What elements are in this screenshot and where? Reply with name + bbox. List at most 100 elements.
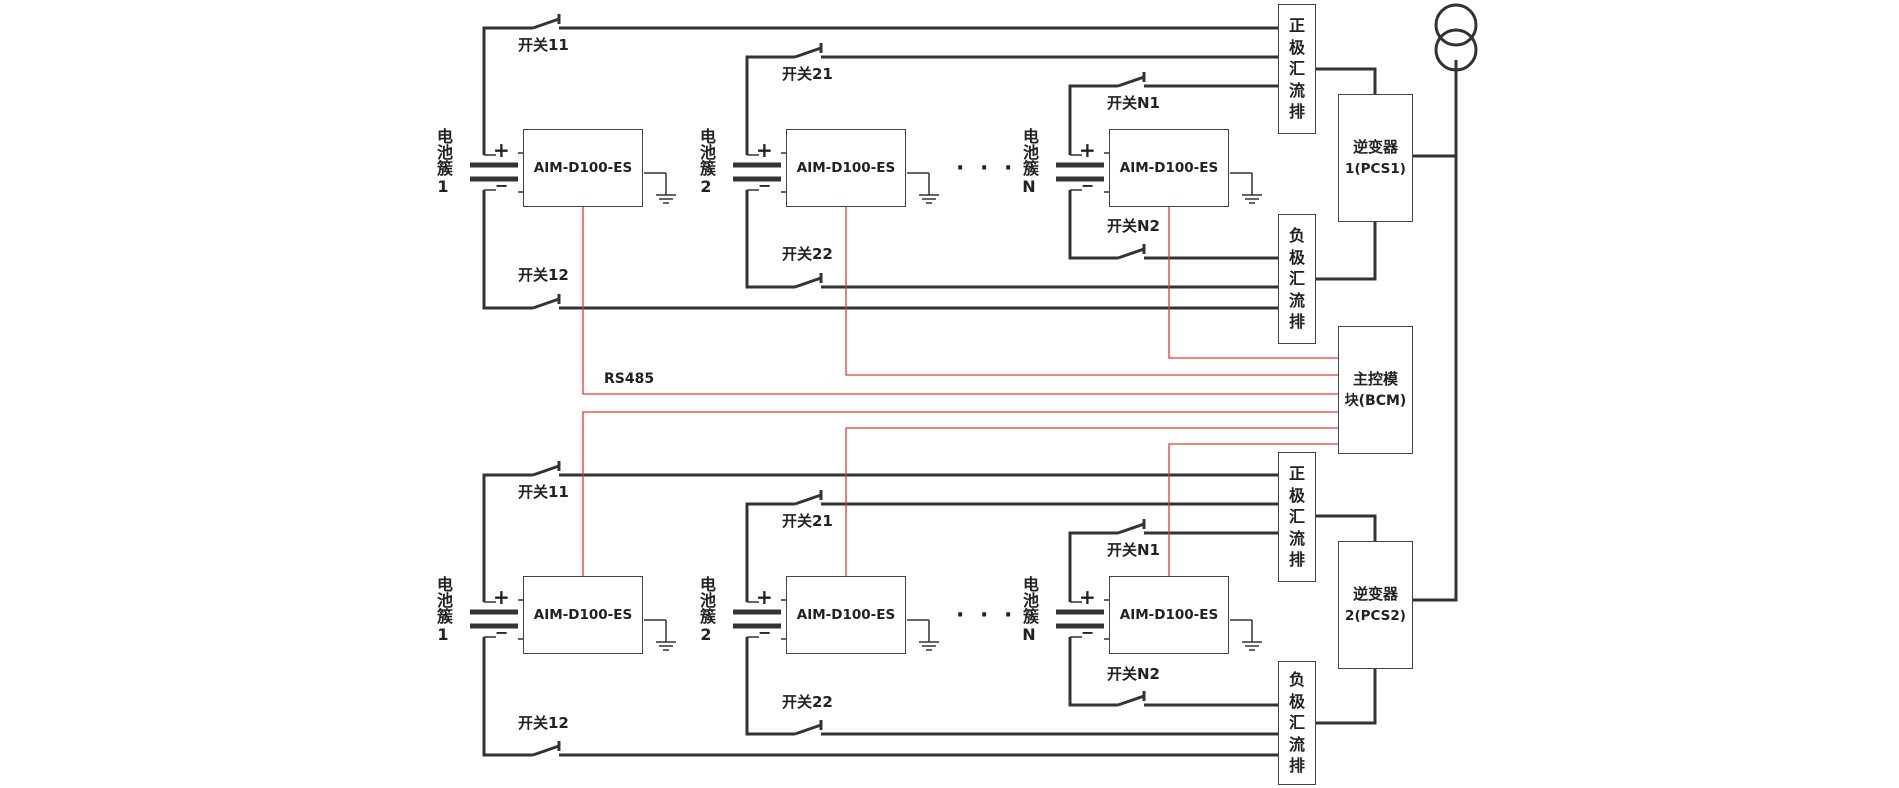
inverter-pcs1: 逆变器 1(PCS1) xyxy=(1338,94,1413,222)
top-cluster-3-pos-left-wire xyxy=(1068,84,1118,155)
plus-sign: + xyxy=(493,138,510,162)
rs485-top-1 xyxy=(582,207,1338,395)
pos-bus-to-pcs2 xyxy=(1316,514,1377,541)
bottom-cluster-2-neg-left-wire xyxy=(745,637,795,736)
cluster-number: 2 xyxy=(700,625,712,644)
minus-sign: − xyxy=(758,176,772,195)
battery-cluster-n-top-label: 电池簇 N xyxy=(1019,128,1039,197)
inverter-title: 逆变器 xyxy=(1352,585,1398,603)
top-cluster-3-neg-left-wire xyxy=(1068,190,1118,260)
module-label: AIM-D100-ES xyxy=(533,160,633,176)
transformer-coil-1 xyxy=(1434,3,1478,47)
rs485-bottom-2 xyxy=(845,427,1338,576)
cluster-number: 2 xyxy=(700,177,712,196)
aim-module-n-bottom: AIM-D100-ES xyxy=(1109,576,1229,654)
rs485-bottom-n xyxy=(1168,443,1338,576)
bottom-cluster-3-pos-switch-blade xyxy=(1117,522,1145,535)
top-cluster-3-neg-switch-blade xyxy=(1117,247,1145,260)
ellipsis: · · · xyxy=(956,156,1017,181)
minus-sign: − xyxy=(1081,623,1095,642)
rs485-label: RS485 xyxy=(604,371,655,387)
cluster-number: 1 xyxy=(437,177,449,196)
rs485-top-n xyxy=(1168,207,1338,359)
top-cluster-3-pos-switch-blade xyxy=(1117,75,1145,88)
top-cluster-1-pos-switch-blade xyxy=(532,17,560,30)
positive-busbar-bottom: 正极汇流排 xyxy=(1278,452,1316,582)
plus-sign: + xyxy=(1079,138,1096,162)
switch-22-top-label: 开关22 xyxy=(782,245,833,263)
battery-cluster-1-bottom-label: 电池簇 1 xyxy=(433,576,453,645)
top-cluster-2-pos-switch-blade xyxy=(794,46,822,59)
battery-cluster-text: 电池簇 xyxy=(434,128,453,176)
switch-22-bottom-label: 开关22 xyxy=(782,693,833,711)
rs485-top-2 xyxy=(845,207,1338,376)
battery-cluster-text: 电池簇 xyxy=(1020,128,1039,176)
aim-module-n-top: AIM-D100-ES xyxy=(1109,129,1229,207)
switch-11-top-label: 开关11 xyxy=(518,36,569,54)
battery-cluster-text: 电池簇 xyxy=(1020,576,1039,624)
module-label: AIM-D100-ES xyxy=(796,607,896,623)
rs485-bottom-1 xyxy=(582,411,1338,576)
plus-sign: + xyxy=(1079,585,1096,609)
bottom-cluster-1-neg-switch-blade xyxy=(532,744,560,757)
plus-sign: + xyxy=(493,585,510,609)
pos-bus-to-pcs1 xyxy=(1316,67,1377,94)
inverter-id: 1(PCS1) xyxy=(1345,161,1406,177)
transformer-coil-2 xyxy=(1434,28,1478,72)
bottom-cluster-3-neg-switch-blade xyxy=(1117,694,1145,707)
minus-sign: − xyxy=(495,176,509,195)
module-label: AIM-D100-ES xyxy=(796,160,896,176)
top-cluster-2-neg-switch-blade xyxy=(794,276,822,289)
aim-module-2-bottom: AIM-D100-ES xyxy=(786,576,906,654)
inverter-pcs2: 逆变器 2(PCS2) xyxy=(1338,541,1413,669)
battery-cluster-2-bottom-label: 电池簇 2 xyxy=(696,576,716,645)
module-label: AIM-D100-ES xyxy=(533,607,633,623)
top-cluster-2-neg-left-wire xyxy=(745,190,795,289)
bottom-cluster-1-neg-left-wire xyxy=(482,637,533,757)
bottom-cluster-3-neg-left-wire xyxy=(1068,637,1118,707)
switch-11-bottom-label: 开关11 xyxy=(518,483,569,501)
cluster-number: N xyxy=(1022,177,1036,196)
minus-sign: − xyxy=(1081,176,1095,195)
neg-bus-to-pcs2 xyxy=(1316,669,1377,725)
battery-cluster-text: 电池簇 xyxy=(697,128,716,176)
switch-21-bottom-label: 开关21 xyxy=(782,512,833,530)
plus-sign: + xyxy=(756,138,773,162)
battery-cluster-text: 电池簇 xyxy=(697,576,716,624)
aim-module-1-top: AIM-D100-ES xyxy=(523,129,643,207)
battery-cluster-1-top-label: 电池簇 1 xyxy=(433,128,453,197)
top-cluster-1-pos-left-wire xyxy=(482,26,533,155)
controller-id: 块(BCM) xyxy=(1344,393,1407,409)
battery-cluster-n-bottom-label: 电池簇 N xyxy=(1019,576,1039,645)
switch-n1-bottom-label: 开关N1 xyxy=(1107,541,1160,559)
module-label: AIM-D100-ES xyxy=(1119,160,1219,176)
switch-21-top-label: 开关21 xyxy=(782,65,833,83)
positive-busbar-top: 正极汇流排 xyxy=(1278,4,1316,134)
cluster-number: N xyxy=(1022,625,1036,644)
top-cluster-1-neg-switch-blade xyxy=(532,297,560,310)
battery-cluster-text: 电池簇 xyxy=(434,576,453,624)
minus-sign: − xyxy=(495,623,509,642)
bottom-cluster-3-pos-left-wire xyxy=(1068,531,1118,602)
negative-busbar-bottom: 负极汇流排 xyxy=(1278,661,1316,785)
battery-cluster-2-top-label: 电池簇 2 xyxy=(696,128,716,197)
pcs-ac-bus xyxy=(1413,154,1458,602)
controller-title: 主控模 xyxy=(1352,370,1398,388)
bottom-cluster-1-pos-left-wire xyxy=(482,473,533,602)
switch-12-bottom-label: 开关12 xyxy=(518,714,569,732)
switch-n2-top-label: 开关N2 xyxy=(1107,217,1160,235)
bottom-cluster-2-neg-switch-blade xyxy=(794,723,822,736)
switch-n1-top-label: 开关N1 xyxy=(1107,94,1160,112)
aim-module-1-bottom: AIM-D100-ES xyxy=(523,576,643,654)
minus-sign: − xyxy=(758,623,772,642)
module-label: AIM-D100-ES xyxy=(1119,607,1219,623)
switch-12-top-label: 开关12 xyxy=(518,266,569,284)
ellipsis: · · · xyxy=(956,603,1017,628)
neg-bus-to-pcs1 xyxy=(1316,222,1377,281)
bottom-cluster-1-pos-switch-blade xyxy=(532,464,560,477)
top-cluster-2-pos-left-wire xyxy=(745,55,795,155)
aim-module-2-top: AIM-D100-ES xyxy=(786,129,906,207)
cluster-number: 1 xyxy=(437,625,449,644)
inverter-title: 逆变器 xyxy=(1352,138,1398,156)
plus-sign: + xyxy=(756,585,773,609)
